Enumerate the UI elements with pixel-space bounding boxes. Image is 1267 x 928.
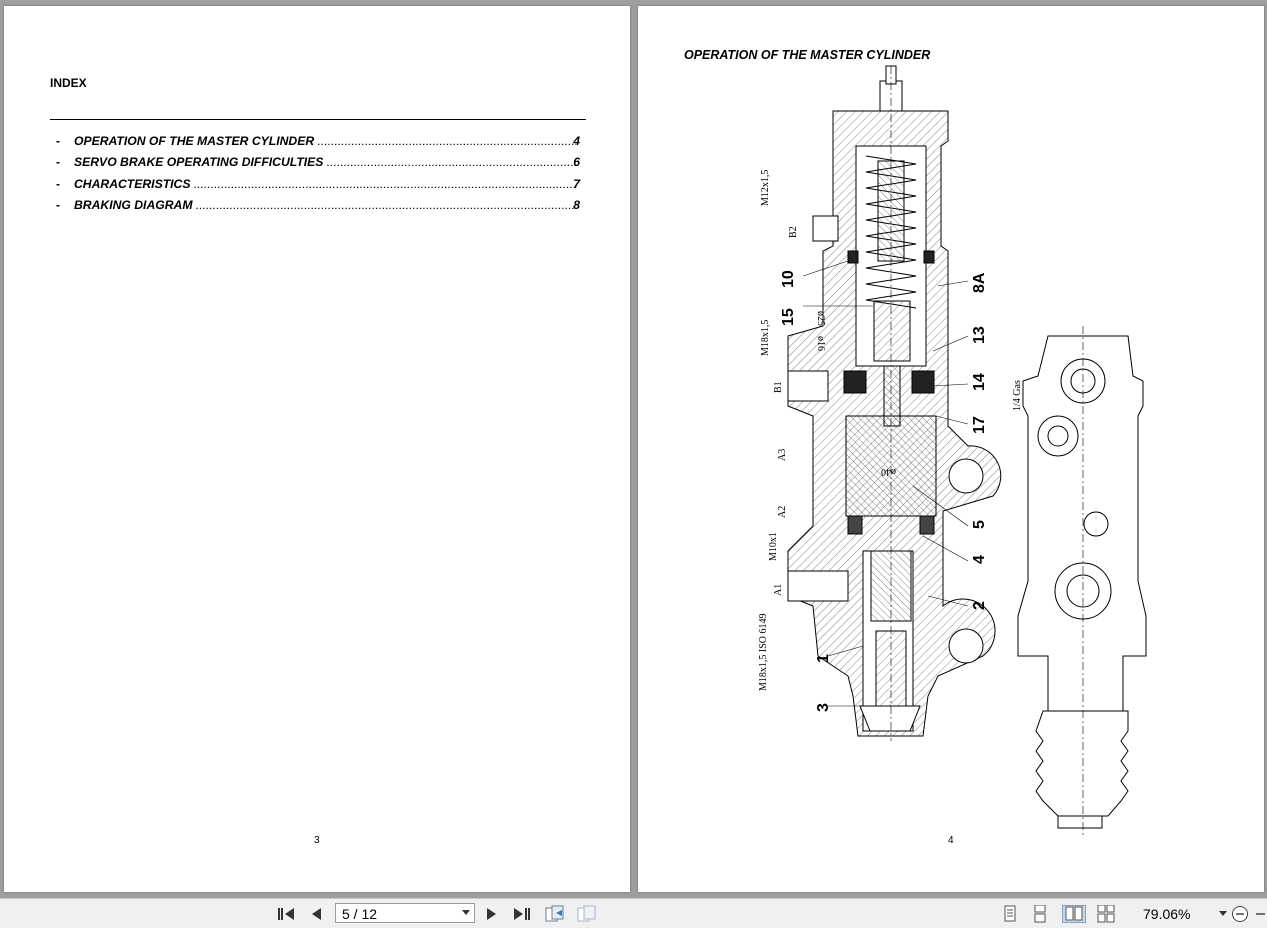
- part-2: 2: [971, 601, 988, 610]
- index-rule: [50, 119, 586, 120]
- label-m10: M10x1: [768, 532, 779, 561]
- label-d25: ø25: [815, 311, 826, 326]
- part-4: 4: [971, 555, 988, 564]
- toc-entry[interactable]: - CHARACTERISTICS 7: [50, 175, 590, 196]
- page-forward-icon[interactable]: [576, 905, 596, 923]
- label-b2: B2: [788, 226, 799, 238]
- part-1: 1: [815, 654, 832, 663]
- label-d40: ø40: [881, 466, 896, 477]
- toc-entry[interactable]: - OPERATION OF THE MASTER CYLINDER 4: [50, 132, 590, 153]
- part-3: 3: [815, 703, 832, 712]
- last-page-icon[interactable]: [512, 905, 532, 923]
- toc-label[interactable]: OPERATION OF THE MASTER CYLINDER: [74, 134, 576, 148]
- part-17: 17: [971, 416, 988, 434]
- page-number-field[interactable]: 5 / 12: [335, 903, 475, 923]
- label-m18-iso: M18x1,5 ISO 6149: [758, 613, 769, 691]
- two-page-icon[interactable]: [1062, 905, 1086, 923]
- master-cylinder-drawing: M12x1,5 B2 ø25 ø16 M18x1,5 B1 A3 ø40 A2 …: [758, 65, 1147, 838]
- part-10: 10: [780, 270, 797, 288]
- toc-label[interactable]: SERVO BRAKE OPERATING DIFFICULTIES: [74, 155, 576, 169]
- document-viewer[interactable]: INDEX - OPERATION OF THE MASTER CYLINDER…: [0, 0, 1267, 898]
- page-dropdown-caret-icon[interactable]: [462, 910, 470, 915]
- label-a1: A1: [773, 584, 784, 596]
- label-gas: 1/4 Gas: [1012, 380, 1023, 411]
- two-page-continuous-icon[interactable]: [1096, 905, 1116, 923]
- toc-entry[interactable]: - SERVO BRAKE OPERATING DIFFICULTIES 6: [50, 153, 590, 174]
- navigation-toolbar: 5 / 12 79.06%: [0, 898, 1267, 928]
- label-m12: M12x1,5: [760, 170, 771, 206]
- part-5: 5: [971, 520, 988, 529]
- page-title: OPERATION OF THE MASTER CYLINDER: [684, 48, 931, 62]
- table-of-contents: - OPERATION OF THE MASTER CYLINDER 4 - S…: [50, 132, 590, 217]
- toc-page-number[interactable]: 6: [573, 155, 580, 170]
- index-heading: INDEX: [50, 76, 87, 90]
- toc-page-number[interactable]: 7: [573, 176, 580, 191]
- leader-lines: [802, 260, 969, 707]
- part-13: 13: [971, 326, 988, 344]
- page-4: OPERATION OF THE MASTER CYLINDER: [638, 6, 1264, 892]
- zoom-level[interactable]: 79.06%: [1143, 906, 1191, 922]
- cylinder-side-view: [1017, 326, 1147, 838]
- part-15: 15: [780, 308, 797, 326]
- single-page-icon[interactable]: [1000, 905, 1020, 923]
- zoom-out-icon[interactable]: [1231, 905, 1251, 923]
- toc-dash: -: [56, 155, 61, 170]
- zoom-dropdown-caret-icon[interactable]: [1219, 911, 1227, 916]
- toc-label[interactable]: BRAKING DIAGRAM: [74, 198, 576, 212]
- first-page-icon[interactable]: [276, 905, 296, 923]
- prev-page-icon[interactable]: [306, 905, 326, 923]
- page-back-icon[interactable]: [544, 905, 564, 923]
- toc-page-number[interactable]: 8: [573, 197, 580, 212]
- page-number-value[interactable]: 5 / 12: [342, 906, 378, 922]
- cylinder-section: [787, 65, 1002, 741]
- toc-dash: -: [56, 176, 61, 191]
- label-a3: A3: [777, 449, 788, 461]
- toc-dash: -: [56, 134, 61, 148]
- next-page-icon[interactable]: [482, 905, 502, 923]
- toc-entry[interactable]: - BRAKING DIAGRAM 8: [50, 196, 590, 217]
- label-d16: ø16: [815, 336, 826, 351]
- page-3: INDEX - OPERATION OF THE MASTER CYLINDER…: [4, 6, 630, 892]
- page-number: 4: [948, 835, 954, 846]
- continuous-page-icon[interactable]: [1030, 905, 1050, 923]
- part-8a: 8A: [971, 272, 988, 293]
- label-m18: M18x1,5: [760, 320, 771, 356]
- toc-dash: -: [56, 197, 61, 212]
- toc-label[interactable]: CHARACTERISTICS: [74, 177, 576, 191]
- part-14: 14: [971, 373, 988, 391]
- toc-page-number[interactable]: 4: [573, 134, 580, 148]
- page-number: 3: [314, 835, 320, 846]
- zoom-in-partial-icon[interactable]: [1253, 905, 1267, 923]
- label-a2: A2: [777, 506, 788, 518]
- label-b1: B1: [773, 381, 784, 393]
